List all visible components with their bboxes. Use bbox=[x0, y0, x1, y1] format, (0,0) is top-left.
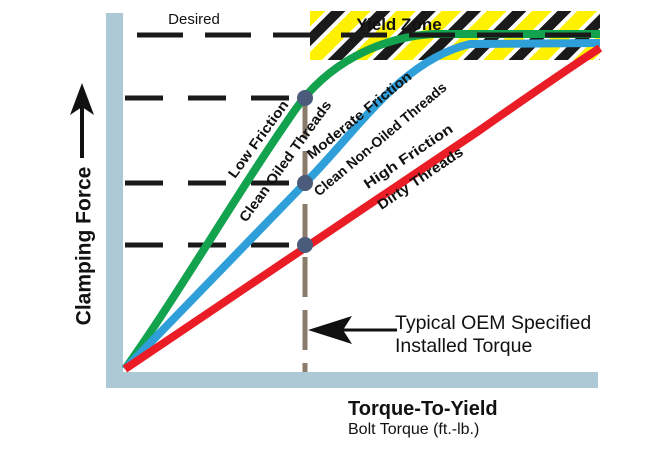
x-axis-subtitle: Bolt Torque (ft.-lb.) bbox=[348, 421, 479, 438]
moderate-friction-curve bbox=[122, 39, 601, 372]
up-arrow-icon bbox=[70, 83, 94, 115]
low-friction-curve bbox=[121, 30, 600, 372]
oem-annotation-line1: Typical OEM Specified bbox=[395, 312, 591, 334]
y-axis-bar bbox=[106, 13, 123, 388]
x-axis-bar bbox=[106, 372, 598, 388]
y-axis-title: Clamping Force bbox=[73, 167, 96, 326]
desired-label: Desired bbox=[168, 11, 220, 28]
high-friction-curve bbox=[122, 44, 603, 373]
left-arrow-icon bbox=[308, 316, 352, 344]
blue-intersection-dot bbox=[297, 175, 313, 191]
red-intersection-dot bbox=[297, 237, 313, 253]
green-intersection-dot bbox=[297, 90, 313, 106]
x-axis-title: Torque-To-Yield bbox=[348, 398, 498, 420]
yield-zone-label: Yield Zone bbox=[356, 15, 441, 34]
oem-annotation-line2: Installed Torque bbox=[395, 335, 532, 357]
